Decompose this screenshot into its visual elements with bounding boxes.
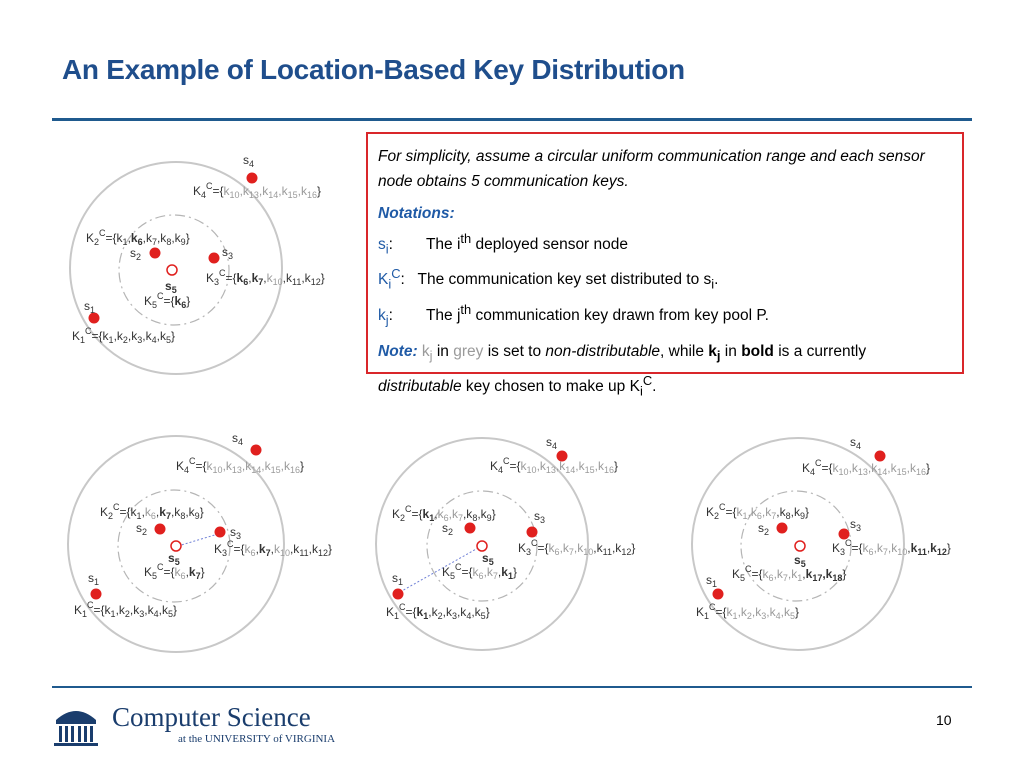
svg-text:K4C={k10,k13,k14,k15,k16}: K4C={k10,k13,k14,k15,k16} [193, 181, 321, 200]
svg-text:K3C={k6,k7,k10,k11,k12}: K3C={k6,k7,k10,k11,k12} [206, 268, 325, 287]
diagram-initial: s4 K4C={k10,k13,k14,k15,k16} K2C={k1,k6,… [69, 153, 325, 375]
node-s3 [214, 526, 226, 538]
svg-text:s2: s2 [758, 521, 769, 537]
intro-text: For simplicity, assume a circular unifor… [378, 148, 925, 190]
node-s5-center [170, 540, 182, 552]
note-text: Note: kj in grey is set to non-distribut… [378, 342, 867, 399]
logo-subtitle: at the UNIVERSITY of VIRGINIA [178, 733, 336, 745]
node-s5-center [166, 264, 178, 276]
logo-title: Computer Science [112, 702, 311, 732]
svg-text:s5: s5 [168, 551, 180, 567]
svg-text:K1C={k1,k2,k3,k4,k5}: K1C={k1,k2,k3,k4,k5} [74, 600, 177, 619]
svg-text:s5: s5 [165, 279, 177, 295]
svg-text:K1C={k1,k2,k3,k4,k5}: K1C={k1,k2,k3,k4,k5} [696, 602, 799, 621]
svg-text:s3: s3 [534, 509, 545, 525]
notations-box: For simplicity, assume a circular unifor… [366, 132, 964, 398]
svg-text:s1: s1 [706, 573, 717, 589]
svg-text:K1C={k1,k2,k3,k4,k5}: K1C={k1,k2,k3,k4,k5} [386, 602, 490, 621]
svg-text:K2C={k1,k6,k7,k8,k9}: K2C={k1,k6,k7,k8,k9} [86, 228, 190, 247]
page-number: 10 [936, 712, 952, 728]
svg-text:K2C={k1,k6,k7,k8,k9}: K2C={k1,k6,k7,k8,k9} [706, 502, 809, 521]
diagram-step-2: s4 K4C={k10,k13,k14,k15,k16} K2C={k1,k6,… [375, 435, 635, 651]
svg-text:K4C={k10,k13,k14,k15,k16}: K4C={k10,k13,k14,k15,k16} [802, 458, 930, 477]
svg-text:K2C={k1,k6,k7,k8,k9}: K2C={k1,k6,k7,k8,k9} [392, 504, 496, 523]
cs-uva-logo: Computer Science at the UNIVERSITY of VI… [52, 700, 352, 752]
svg-text:K4C={k10,k13,k14,k15,k16}: K4C={k10,k13,k14,k15,k16} [176, 456, 304, 475]
node-s4 [874, 450, 886, 462]
node-s4 [246, 172, 258, 184]
svg-text:s1: s1 [84, 299, 95, 315]
svg-text:s3: s3 [222, 245, 233, 261]
diagram-step-1: s4 K4C={k10,k13,k14,k15,k16} K2C={k1,k6,… [67, 431, 332, 653]
node-s1 [88, 312, 100, 324]
top-divider [52, 118, 972, 121]
node-s1 [712, 588, 724, 600]
svg-text:s3: s3 [850, 517, 861, 533]
node-s2 [464, 522, 476, 534]
svg-text:s5: s5 [482, 551, 494, 567]
svg-text:K5C={k6,k7,k1}: K5C={k6,k7,k1} [442, 562, 517, 581]
node-s3 [208, 252, 220, 264]
svg-text:s2: s2 [136, 521, 147, 537]
svg-text:K5C={k6}: K5C={k6} [144, 291, 190, 310]
node-s2 [149, 247, 161, 259]
svg-text:s5: s5 [794, 553, 806, 569]
svg-text:K1C={k1,k2,k3,k4,k5}: K1C={k1,k2,k3,k4,k5} [72, 326, 175, 345]
svg-text:K3C={k6,k7,k10,k11,k12}: K3C={k6,k7,k10,k11,k12} [518, 538, 635, 557]
node-s5-center [794, 540, 806, 552]
node-s2 [776, 522, 788, 534]
svg-text:s4: s4 [850, 435, 861, 451]
rotunda-icon [54, 711, 98, 746]
node-s5-center [476, 540, 488, 552]
diagram-step-3: s4 K4C={k10,k13,k14,k15,k16} K2C={k1,k6,… [691, 435, 951, 651]
node-s3 [526, 526, 538, 538]
slide-title: An Example of Location-Based Key Distrib… [62, 54, 685, 85]
svg-text:K3C={k6,k7,k10,k11,k12}: K3C={k6,k7,k10,k11,k12} [214, 539, 332, 558]
node-s4 [250, 444, 262, 456]
svg-text:K5C={k6,k7,k1,k17,k18}: K5C={k6,k7,k1,k17,k18} [732, 564, 846, 583]
svg-text:s2: s2 [442, 521, 453, 537]
node-s1 [90, 588, 102, 600]
svg-text:s3: s3 [230, 525, 241, 541]
bottom-divider [52, 686, 972, 688]
svg-text:s4: s4 [546, 435, 557, 451]
svg-text:K2C={k1,k6,k7,k8,k9}: K2C={k1,k6,k7,k8,k9} [100, 502, 204, 521]
node-s3 [838, 528, 850, 540]
svg-text:s1: s1 [88, 571, 99, 587]
node-s2 [154, 523, 166, 535]
node-s4 [556, 450, 568, 462]
svg-text:s2: s2 [130, 246, 141, 262]
notation-kic: KiC: The communication key set distribut… [378, 266, 719, 292]
svg-text:s4: s4 [243, 153, 254, 169]
notations-heading: Notations: [378, 205, 455, 222]
svg-text:s1: s1 [392, 571, 403, 587]
node-s1 [392, 588, 404, 600]
svg-text:s4: s4 [232, 431, 243, 447]
svg-text:K4C={k10,k13,k14,k15,k16}: K4C={k10,k13,k14,k15,k16} [490, 456, 618, 475]
notation-si: si:The ith deployed sensor node [378, 231, 629, 257]
notation-kj: kj:The jth communication key drawn from … [378, 301, 769, 327]
svg-text:K5C={k6,k7}: K5C={k6,k7} [144, 562, 205, 581]
